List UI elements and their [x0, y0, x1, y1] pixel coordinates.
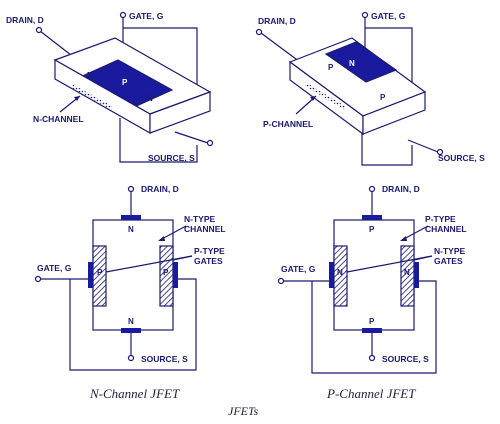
bar-right-face — [149, 91, 211, 134]
gate-region-right-label: P — [163, 268, 169, 277]
source-label: SOURCE, S — [141, 354, 188, 364]
source-contact — [121, 328, 141, 333]
gate-bottom-wire — [119, 118, 198, 163]
source-label: SOURCE, S — [438, 153, 485, 163]
region-right-label: N — [147, 94, 153, 103]
drain-terminal — [255, 28, 263, 36]
drain-wire — [260, 32, 301, 63]
main-caption: JFETs — [228, 404, 259, 418]
channel-band — [72, 84, 112, 110]
gate-region-left-label: N — [337, 268, 343, 277]
gate-contact-left — [329, 262, 334, 288]
drain-contact — [121, 215, 141, 220]
channel-label: N-CHANNEL — [33, 114, 84, 124]
channel-pointer-head — [310, 96, 316, 101]
drain-label: DRAIN, D — [382, 184, 420, 194]
source-contact — [362, 328, 382, 333]
gate-region-left-label: P — [97, 268, 103, 277]
gate-contact-right — [173, 262, 178, 288]
region-right-label: P — [380, 93, 386, 102]
source-terminal — [368, 354, 376, 362]
gate-label: GATE, G — [129, 11, 164, 21]
source-terminal — [127, 354, 135, 362]
caption: P-Channel JFET — [326, 386, 416, 401]
gates-label-line1: N-TYPE — [434, 246, 466, 256]
channel-label: P-CHANNEL — [263, 119, 313, 129]
gate-label: GATE, G — [281, 264, 316, 274]
bottom-left-jfet-section: DRAIN, D SOURCE, S GATE, G N-TYPE CHANNE… — [34, 184, 226, 401]
gate-terminal — [277, 277, 285, 285]
drain-contact — [362, 215, 382, 220]
bar-right-face — [362, 91, 426, 135]
drain-terminal — [127, 185, 135, 193]
region-mid-label: N — [349, 59, 355, 68]
gates-pointer-right — [413, 255, 433, 261]
channel-label-line2: CHANNEL — [184, 224, 226, 234]
channel-label-line1: N-TYPE — [184, 214, 216, 224]
source-label: SOURCE, S — [148, 153, 195, 163]
gate-contact-left — [88, 262, 93, 288]
channel-label-line2: CHANNEL — [425, 224, 467, 234]
source-terminal — [206, 139, 214, 147]
drain-terminal — [35, 26, 43, 34]
source-label: SOURCE, S — [382, 354, 429, 364]
gate-connector-wire — [123, 27, 198, 100]
channel-pointer-head — [400, 236, 407, 241]
caption: N-Channel JFET — [89, 386, 180, 401]
region-mid-label: P — [122, 78, 128, 87]
drain-label: DRAIN, D — [6, 15, 44, 25]
gate-label: GATE, G — [37, 263, 72, 273]
gate-loop-wire — [69, 278, 197, 371]
top-region-label: P — [369, 225, 375, 234]
top-right-jfet-3d: DRAIN, D GATE, G SOURCE, S P-CHANNEL P N… — [255, 11, 485, 166]
gate-region-right-label: N — [404, 268, 410, 277]
gates-pointer-right — [172, 255, 193, 261]
bottom-region-label: N — [128, 317, 134, 326]
gate-contact-right — [414, 262, 419, 288]
gate-loop-wire — [311, 280, 437, 374]
gate-bottom-wire — [361, 118, 413, 166]
gate-label: GATE, G — [371, 11, 406, 21]
top-left-jfet-3d: DRAIN, D GATE, G SOURCE, S N-CHANNEL N P… — [6, 11, 214, 163]
gates-label-line2: GATES — [194, 256, 223, 266]
n-gate-region — [324, 41, 398, 83]
bottom-region-label: P — [369, 317, 375, 326]
channel-label-line1: P-TYPE — [425, 214, 456, 224]
region-left-label: N — [87, 71, 93, 80]
channel-pointer-head — [74, 96, 80, 101]
gates-label-line2: GATES — [434, 256, 463, 266]
gates-label-line1: P-TYPE — [194, 246, 225, 256]
source-wire — [407, 139, 439, 153]
channel-band — [305, 82, 345, 110]
source-terminal — [436, 148, 444, 156]
gate-terminal — [34, 275, 42, 283]
drain-label: DRAIN, D — [258, 16, 296, 26]
gate-terminal — [119, 11, 127, 19]
top-region-label: N — [128, 225, 134, 234]
gate-terminal — [361, 11, 369, 19]
region-left-label: P — [328, 63, 334, 72]
drain-terminal — [368, 185, 376, 193]
channel-pointer-head — [158, 236, 165, 241]
bottom-right-jfet-section: DRAIN, D SOURCE, S GATE, G P-TYPE CHANNE… — [277, 184, 467, 401]
drain-label: DRAIN, D — [141, 184, 179, 194]
source-wire — [174, 131, 209, 144]
channel-pointer — [401, 225, 429, 241]
gate-connector-wire — [365, 27, 413, 100]
